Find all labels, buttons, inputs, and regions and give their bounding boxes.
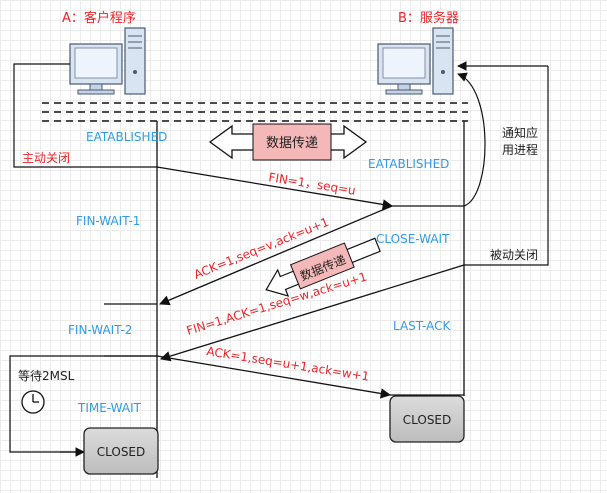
clock-icon bbox=[21, 390, 45, 414]
wait-2msl-label: 等待2MSL bbox=[18, 369, 75, 383]
server-closed-label: CLOSED bbox=[403, 413, 452, 427]
client-computer-icon bbox=[69, 27, 146, 95]
notify-app-label-line2: 用进程 bbox=[502, 142, 538, 157]
active-close-label: 主动关闭 bbox=[22, 151, 70, 165]
fin-wait-1-label: FIN-WAIT-1 bbox=[76, 214, 140, 228]
client-established-label: EATABLISHED bbox=[86, 130, 167, 144]
passive-close-label: 被动关闭 bbox=[490, 248, 538, 262]
client-title: A：客户程序 bbox=[62, 10, 136, 26]
fin2-arrow bbox=[160, 264, 465, 362]
fin-wait-2-label: FIN-WAIT-2 bbox=[68, 323, 132, 337]
time-wait-label: TIME-WAIT bbox=[77, 401, 142, 415]
wait-2msl-bracket bbox=[9, 355, 157, 453]
fin1-arrow bbox=[156, 166, 394, 210]
data-transfer-label-top: 数据传递 bbox=[266, 136, 318, 151]
passive-close-connector bbox=[464, 66, 549, 266]
fin1-label: FIN=1，seq=u bbox=[268, 170, 357, 198]
notify-app-label-line1: 通知应 bbox=[502, 125, 538, 140]
server-closed-box bbox=[389, 395, 465, 443]
server-computer-icon bbox=[377, 27, 454, 95]
client-closed-label: CLOSED bbox=[97, 445, 146, 459]
client-closed-box bbox=[83, 427, 159, 475]
server-established-label: EATABLISHED bbox=[368, 157, 449, 171]
close-wait-label: CLOSE-WAIT bbox=[376, 232, 450, 246]
data-transfer-arrow-mid bbox=[265, 237, 381, 297]
active-close-connector bbox=[13, 63, 158, 168]
server-title: B：服务器 bbox=[398, 10, 459, 26]
ack2-arrow bbox=[156, 355, 392, 399]
server-notify-curve bbox=[457, 72, 486, 207]
data-transfer-box-top bbox=[252, 123, 332, 161]
ack1-arrow bbox=[159, 205, 393, 306]
last-ack-label: LAST-ACK bbox=[393, 319, 451, 333]
